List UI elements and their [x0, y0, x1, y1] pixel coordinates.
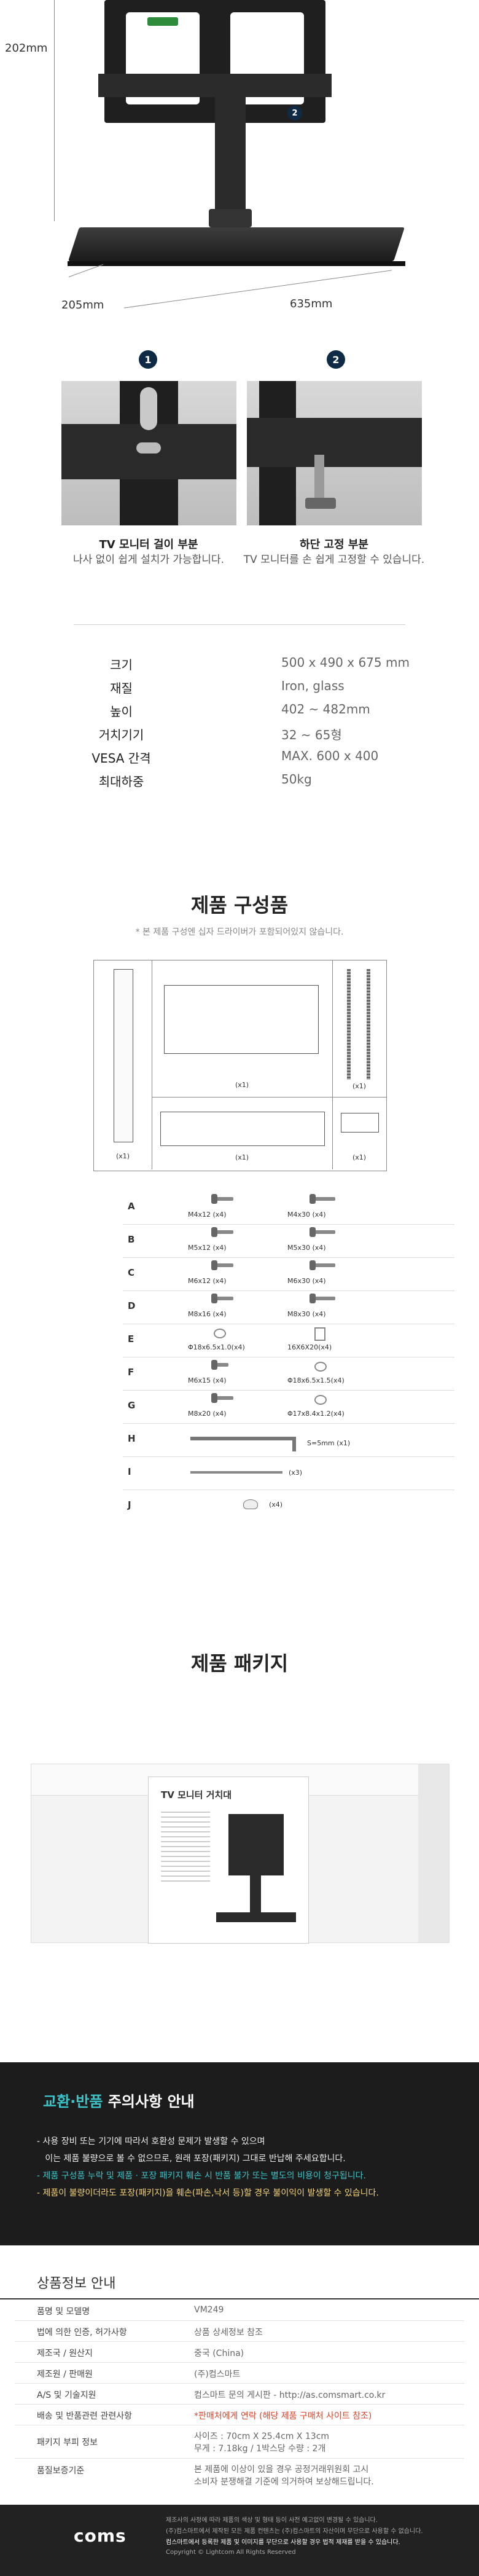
- footer-logo: coms: [74, 2526, 127, 2546]
- component-qty: (x1): [352, 1082, 367, 1090]
- return-line: - 제품 구성품 누락 및 제품 · 포장 패키지 훼손 시 반품 불가 또는 …: [37, 2171, 366, 2181]
- hardware-row: C M6x12 (x4) M6x30 (x4): [123, 1259, 454, 1291]
- hardware-row: H S=5mm (x1): [123, 1424, 454, 1457]
- feature-photo-hanger: [61, 381, 236, 525]
- footer-line: 컴스마트에서 등록한 제품 및 이미지를 무단으로 사용할 경우 법적 제재를 …: [166, 2539, 400, 2546]
- footer-line: (주)컴스마트에서 제작된 모든 제품 컨텐츠는 (주)컴스마트의 자산이며 무…: [166, 2528, 423, 2535]
- feature-1-desc: 나사 없이 쉽게 설치가 가능합니다.: [73, 554, 224, 566]
- info-title: 상품정보 안내: [37, 2276, 116, 2291]
- info-row: 제조원 / 판매원(주)컴스마트: [15, 2362, 464, 2384]
- spec-divider: [74, 624, 405, 625]
- return-notice-title: 교환·반품 주의사항 안내: [43, 2093, 195, 2110]
- return-line: - 사용 장비 또는 기기에 따라서 호환성 문제가 발생할 수 있으며: [37, 2137, 265, 2146]
- hardware-row: E Φ18x6.5x1.0(x4) 16X6X20(x4): [123, 1325, 454, 1357]
- components-note: * 본 제품 구성엔 십자 드라이버가 포함되어있지 않습니다.: [135, 927, 344, 937]
- component-qty: (x1): [352, 1153, 367, 1161]
- return-line: - 제품이 불량이더라도 포장(패키지)을 훼손(파손,낙서 등)할 경우 불이…: [37, 2188, 379, 2198]
- component-qty: (x1): [115, 1152, 130, 1160]
- feature-2-title: 하단 고정 부분: [300, 538, 368, 551]
- feature-2-desc: TV 모니터를 손 쉽게 고정할 수 있습니다.: [243, 554, 425, 566]
- footer-line: 제조사의 사정에 따라 제품의 색상 및 형태 등이 사전 예고없이 변경될 수…: [166, 2517, 378, 2524]
- hardware-row: J (x4): [128, 1499, 283, 1510]
- info-row: 배송 및 반품관련 관련사항*판매처에게 연락 (해당 제품 구매처 사이트 참…: [15, 2404, 464, 2425]
- hardware-row: A M4x12 (x4) M4x30 (x4): [123, 1192, 454, 1225]
- hardware-row: F M6x15 (x4) Φ18x6.5x1.5(x4): [123, 1358, 454, 1391]
- width-dimension-label: 635mm: [290, 297, 333, 310]
- hardware-table: A M4x12 (x4) M4x30 (x4) B M5x12 (x4) M5x…: [0, 1192, 479, 1524]
- height-dimension-label: 202mm: [5, 42, 48, 55]
- component-qty: (x1): [235, 1081, 249, 1089]
- hardware-row: D M8x16 (x4) M8x30 (x4): [123, 1292, 454, 1324]
- footer: coms 제조사의 사정에 따라 제품의 색상 및 형태 등이 사전 예고없이 …: [0, 2505, 479, 2576]
- hardware-row: B M5x12 (x4) M5x30 (x4): [123, 1225, 454, 1258]
- feature-section: 1 2 TV 모니터 걸이 부분 나사 없이 쉽게 설치가 가능합니다. 하단 …: [0, 344, 479, 608]
- components-title: 제품 구성품: [190, 893, 289, 917]
- stand-illustration: 2: [0, 0, 479, 320]
- components-diagram: (x1) (x1) (x1) (x1) (x1): [93, 960, 387, 1171]
- depth-dimension-label: 205mm: [61, 299, 104, 312]
- callout-badge-2: 2: [287, 106, 302, 120]
- package-box: TV 모니터 거치대: [31, 1764, 450, 1944]
- return-notice: 교환·반품 주의사항 안내 - 사용 장비 또는 기기에 따라서 호환성 문제가…: [0, 2062, 479, 2245]
- feature-badge-2: 2: [327, 350, 345, 369]
- stand-dimension-section: 2 202mm 205mm 635mm: [0, 0, 479, 344]
- hardware-row: G M8x20 (x4) Φ17x8.4x1.2(x4): [123, 1391, 454, 1424]
- component-qty: (x1): [235, 1153, 249, 1161]
- feature-1-title: TV 모니터 걸이 부분: [99, 538, 198, 551]
- feature-badge-1: 1: [139, 350, 157, 369]
- package-box-title: TV 모니터 거치대: [161, 1789, 232, 1800]
- package-title: 제품 패키지: [190, 1652, 289, 1675]
- footer-line: Copyright © Lightcom All Rights Reserved: [166, 2549, 296, 2556]
- return-line: 이는 제품 불량으로 볼 수 없으므로, 원래 포장(패키지) 그대로 반납해 …: [37, 2154, 346, 2164]
- hardware-row: I (x3): [123, 1458, 454, 1490]
- feature-photo-lock: [247, 381, 422, 525]
